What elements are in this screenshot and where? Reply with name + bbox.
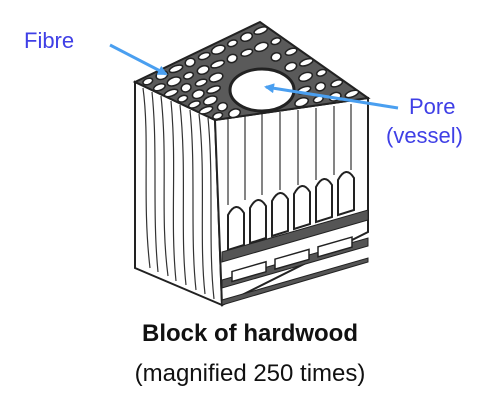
fibre-cell [253, 26, 269, 36]
fibre-cell [198, 105, 214, 115]
caption-subtitle: (magnified 250 times) [134, 360, 366, 387]
fibre-cell [191, 89, 205, 100]
block-right-face [213, 96, 369, 307]
fibre-cell [210, 59, 226, 69]
fibre-cell [239, 31, 254, 43]
fibre-cell [253, 41, 269, 53]
fibre-cell [152, 83, 166, 92]
fibre-cell [298, 57, 314, 67]
fibre-cell [226, 39, 238, 48]
fibre-cell [330, 79, 344, 88]
fibre-cell [187, 100, 201, 109]
fibre-cell [226, 53, 238, 64]
fibre-cell [294, 96, 310, 108]
pore-arrow-icon [264, 83, 399, 110]
fibre-cell [298, 71, 314, 83]
fibre-cell [270, 37, 282, 46]
fibre-cell [166, 76, 182, 87]
fibre-cell [344, 89, 360, 99]
fibre-cell [206, 85, 222, 95]
fibre-cell [180, 82, 192, 93]
fibre-cell [227, 108, 242, 119]
vessel-label: (vessel) [386, 123, 464, 148]
fibre-cell [210, 44, 226, 55]
fibre-cell [208, 72, 224, 83]
fibre-cell [216, 101, 229, 112]
fibre-cell [163, 88, 179, 98]
fibre-cell [212, 111, 224, 120]
pore-label: Pore [409, 94, 456, 119]
fibre-cell [284, 61, 298, 72]
fibre-cell [194, 78, 208, 87]
fibre-cell [182, 71, 195, 80]
fibre-cell [270, 52, 282, 62]
fibre-cell [184, 57, 196, 68]
fibre-cell [142, 77, 154, 86]
fibre-cell [196, 64, 210, 76]
fibre-cell [197, 51, 211, 61]
fibre-cell [284, 47, 298, 56]
fibre-cell [177, 94, 189, 103]
fibre-cell [314, 81, 327, 92]
fibre-arrow-icon [109, 43, 168, 76]
fibre-cell [240, 48, 254, 57]
fibre-label: Fibre [24, 28, 75, 53]
caption-title: Block of hardwood [142, 320, 358, 347]
fibre-cell [315, 68, 328, 77]
fibre-cell [168, 64, 184, 74]
fibre-cell [202, 95, 218, 106]
